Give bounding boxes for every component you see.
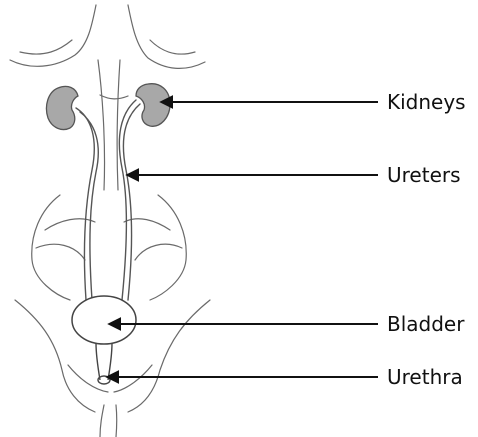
- label-ureters: Ureters: [387, 165, 461, 185]
- label-bladder: Bladder: [387, 314, 464, 334]
- bladder: [72, 296, 136, 344]
- label-arrows: [108, 102, 378, 377]
- label-urethra: Urethra: [387, 367, 463, 387]
- kidney-left: [46, 86, 78, 129]
- body-outline: [10, 5, 210, 437]
- label-kidneys: Kidneys: [387, 92, 466, 112]
- kidneys: [46, 84, 170, 130]
- kidney-right: [136, 84, 170, 127]
- ureters: [76, 100, 140, 300]
